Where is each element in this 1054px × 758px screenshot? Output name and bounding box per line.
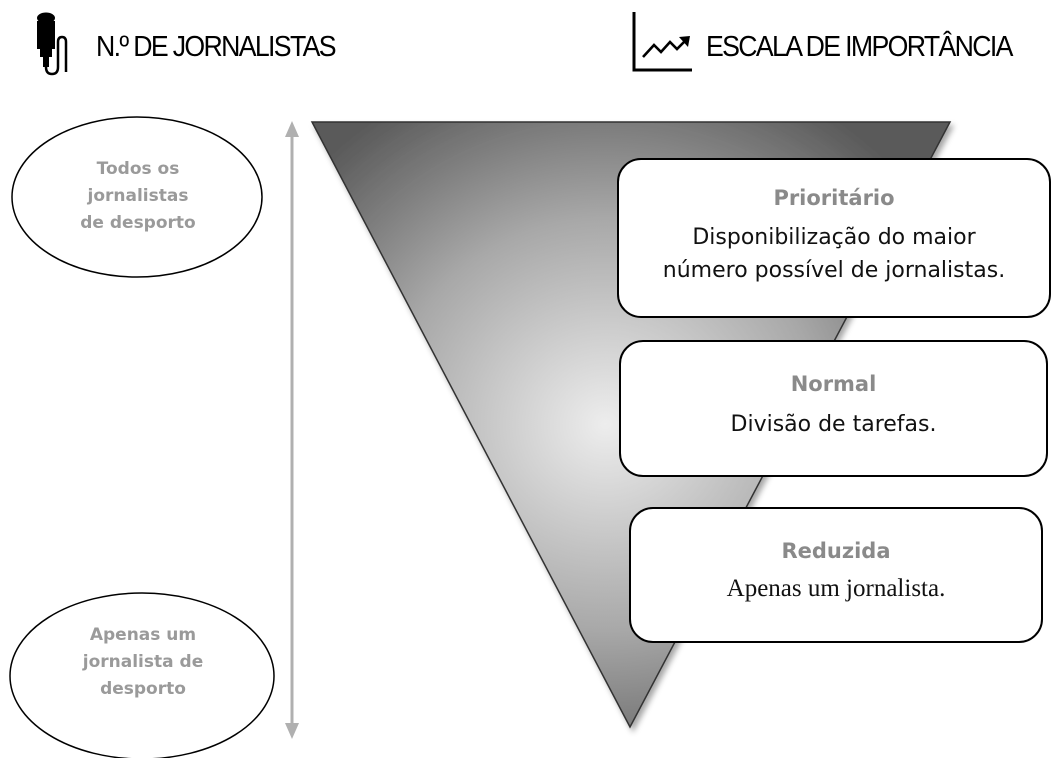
level-box-normal: Normal Divisão de tarefas.	[619, 340, 1048, 477]
trend-chart-icon	[632, 12, 692, 72]
level-description-line: número possível de jornalistas.	[662, 258, 1006, 283]
label-line: Apenas um	[89, 625, 197, 645]
bottom-ellipse	[9, 592, 275, 758]
journalist-count-arrow	[285, 121, 299, 739]
level-name: Reduzida	[781, 539, 891, 563]
label-line: Todos os	[96, 159, 180, 179]
level-name: Prioritário	[773, 186, 895, 210]
level-description-line: Divisão de tarefas.	[730, 412, 937, 437]
level-name: Normal	[790, 372, 877, 396]
importance-scale-title: ESCALA DE IMPORTÂNCIA	[706, 31, 1013, 63]
label-line: jornalistas	[87, 186, 189, 206]
top-ellipse	[11, 116, 263, 278]
level-description-line: Disponibilização do maior	[692, 225, 976, 250]
microphone-icon	[37, 12, 68, 76]
label-line: jornalista de	[82, 652, 204, 672]
label-line: desporto	[100, 679, 186, 699]
level-box-prioritario: Prioritário Disponibilização do maior nú…	[617, 158, 1051, 318]
all-journalists-label: Todos os jornalistas de desporto	[58, 156, 218, 237]
label-line: de desporto	[80, 213, 196, 233]
one-journalist-label: Apenas um jornalista de desporto	[63, 622, 223, 703]
level-description-line: Apenas um jornalista.	[726, 575, 946, 602]
journalist-count-title: N.º DE JORNALISTAS	[96, 31, 337, 63]
level-box-reduzida: Reduzida Apenas um jornalista.	[629, 507, 1043, 643]
